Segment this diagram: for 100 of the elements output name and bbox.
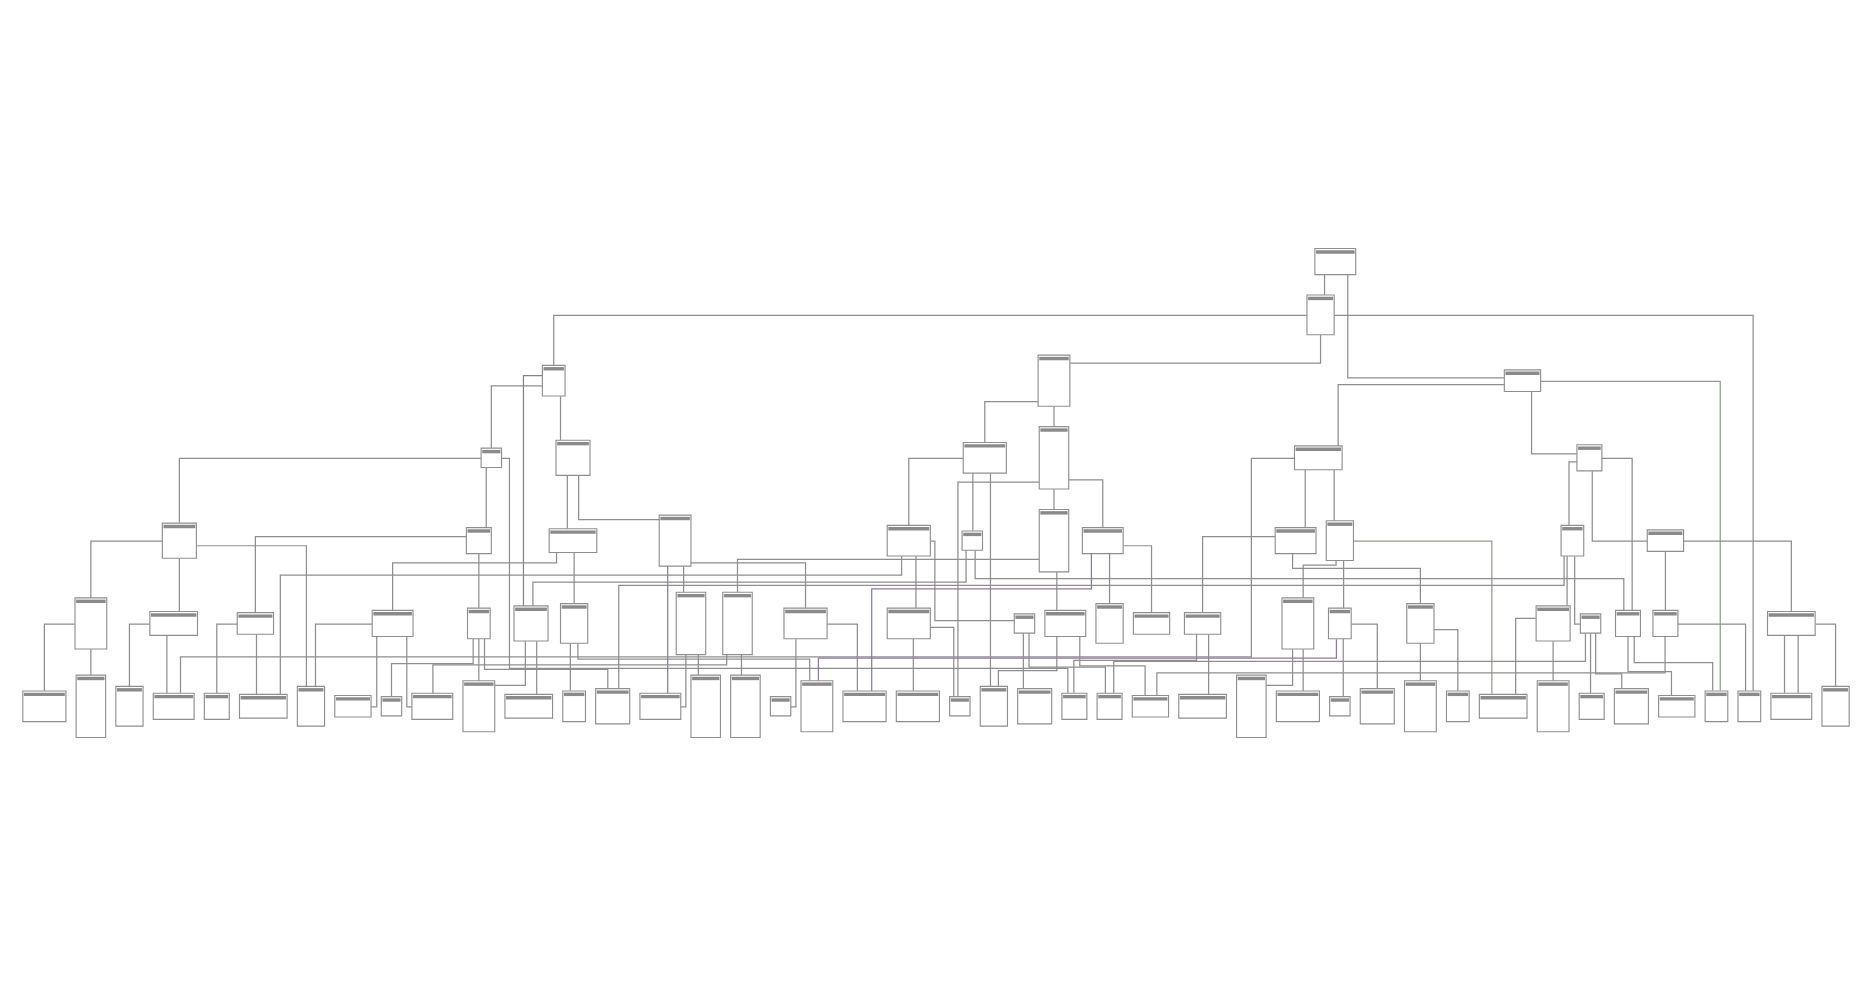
connector bbox=[1350, 623, 1378, 690]
connector bbox=[536, 640, 538, 695]
connector bbox=[997, 636, 1058, 687]
connector bbox=[195, 545, 308, 687]
connector bbox=[1079, 636, 1146, 696]
connector bbox=[216, 623, 238, 694]
connector bbox=[1677, 623, 1747, 692]
connector bbox=[1347, 274, 1505, 379]
connector bbox=[1342, 638, 1344, 698]
connector bbox=[485, 467, 487, 529]
connector bbox=[553, 314, 1308, 366]
connector bbox=[1068, 479, 1104, 529]
connector bbox=[1333, 469, 1335, 522]
connector bbox=[166, 635, 168, 694]
connector bbox=[1343, 560, 1345, 609]
connector bbox=[1333, 314, 1754, 692]
connector bbox=[667, 565, 669, 694]
connector bbox=[680, 654, 687, 708]
connector bbox=[1302, 560, 1337, 599]
connector bbox=[1113, 632, 1587, 694]
connector bbox=[532, 550, 967, 607]
connector bbox=[1566, 555, 1568, 607]
connector bbox=[1123, 545, 1153, 614]
connector bbox=[1540, 380, 1721, 692]
connector bbox=[1568, 461, 1578, 526]
connector bbox=[1337, 384, 1505, 447]
connector bbox=[1053, 405, 1055, 428]
connector bbox=[1208, 633, 1210, 695]
connector bbox=[254, 536, 467, 614]
connector bbox=[972, 472, 974, 532]
connector bbox=[740, 654, 743, 676]
connector bbox=[1433, 629, 1459, 692]
connector bbox=[501, 457, 1069, 694]
connector bbox=[1552, 640, 1554, 682]
connector bbox=[1265, 648, 1294, 686]
connector bbox=[1291, 553, 1421, 605]
connector bbox=[483, 638, 609, 689]
connector bbox=[1589, 632, 1592, 694]
connector bbox=[697, 654, 699, 676]
connector bbox=[930, 540, 1015, 622]
connector bbox=[957, 481, 1040, 697]
connector bbox=[578, 475, 660, 521]
connector bbox=[1574, 555, 1581, 625]
connector bbox=[984, 401, 1039, 444]
connector bbox=[1419, 642, 1421, 682]
connector bbox=[1304, 469, 1306, 528]
connector bbox=[871, 553, 1093, 692]
connector bbox=[1601, 457, 1633, 611]
connector bbox=[406, 636, 413, 708]
connector bbox=[522, 374, 543, 607]
connector bbox=[314, 623, 373, 687]
connector bbox=[432, 654, 728, 694]
connector bbox=[559, 395, 562, 441]
connector bbox=[790, 638, 797, 708]
connector bbox=[1028, 632, 1107, 694]
connector bbox=[178, 558, 180, 613]
connector bbox=[1664, 550, 1667, 611]
connector bbox=[1783, 635, 1786, 694]
connector bbox=[1627, 636, 1673, 696]
connector bbox=[1595, 632, 1623, 690]
connector bbox=[1683, 540, 1792, 612]
connector bbox=[1530, 390, 1578, 455]
connector bbox=[566, 475, 568, 530]
connector bbox=[736, 558, 1040, 593]
connector bbox=[690, 562, 807, 609]
connector bbox=[478, 638, 480, 682]
connector bbox=[90, 648, 92, 676]
connector bbox=[930, 626, 955, 698]
connector bbox=[989, 472, 992, 687]
connector bbox=[1022, 632, 1024, 690]
connector bbox=[1069, 334, 1322, 364]
connector bbox=[915, 555, 917, 609]
connector bbox=[490, 385, 543, 449]
connector bbox=[43, 623, 76, 692]
connector bbox=[682, 565, 685, 593]
connector bbox=[1053, 488, 1055, 510]
connector bbox=[1515, 617, 1537, 695]
connector bbox=[573, 552, 575, 605]
connector bbox=[1591, 470, 1648, 542]
connector bbox=[255, 633, 258, 695]
connector bbox=[1797, 635, 1799, 694]
connector bbox=[1302, 648, 1304, 692]
connector bbox=[912, 638, 914, 692]
connector bbox=[178, 457, 482, 524]
connector bbox=[370, 636, 378, 708]
connector bbox=[1056, 571, 1058, 611]
connector bbox=[618, 555, 1565, 690]
connector bbox=[826, 623, 858, 692]
connector bbox=[90, 540, 163, 599]
connector bbox=[1108, 553, 1111, 604]
connector bbox=[1073, 633, 1198, 694]
connector bbox=[1323, 274, 1326, 296]
connector bbox=[1814, 623, 1837, 687]
connector bbox=[179, 457, 1295, 694]
connector bbox=[478, 553, 480, 609]
connector bbox=[494, 640, 526, 686]
connector bbox=[1633, 636, 1714, 692]
connector bbox=[128, 623, 151, 687]
connector bbox=[1201, 536, 1276, 614]
connector bbox=[569, 642, 571, 692]
